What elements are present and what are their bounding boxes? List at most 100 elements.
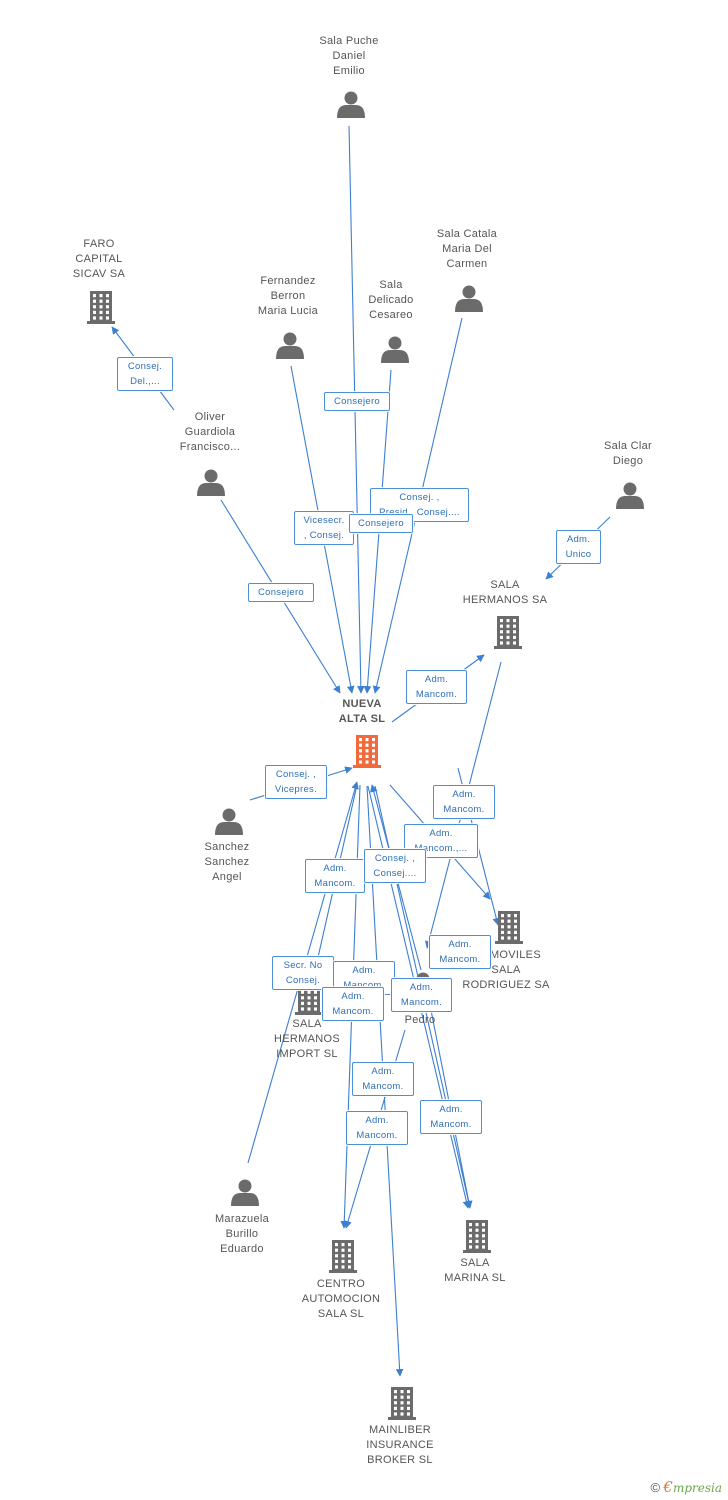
- node-label-line: Daniel: [332, 49, 366, 62]
- node-label-line: Maria Lucia: [257, 304, 319, 317]
- role-label-line: Presid., Consej....: [379, 507, 460, 518]
- node-label-line: IMPORT SL: [276, 1047, 338, 1060]
- company-name-label[interactable]: SALA MARINA SL: [410, 1256, 540, 1286]
- relation-role-label[interactable]: Consej. ,Vicepres.: [265, 765, 327, 799]
- role-label-line: Adm.: [424, 674, 449, 685]
- role-label-line: Consej....: [373, 868, 417, 879]
- role-label-line: Vicepres.: [274, 784, 318, 795]
- empresia-logo: €mpresia: [663, 1478, 722, 1496]
- relation-role-label[interactable]: Adm.Mancom.: [433, 785, 495, 819]
- relation-role-label[interactable]: Adm. Mancom.: [391, 978, 452, 1012]
- person-name-label[interactable]: Pedro: [355, 1013, 485, 1028]
- relation-role-label[interactable]: Adm. Mancom.: [429, 935, 491, 969]
- company-name-label[interactable]: SALA HERMANOS SA: [440, 578, 570, 608]
- node-label-line: MAINLIBER: [369, 1423, 431, 1436]
- person-icon[interactable]: [381, 336, 409, 364]
- node-label-line: Berron: [270, 289, 306, 302]
- role-label-line: Adm.: [448, 939, 472, 950]
- relation-role-label[interactable]: Adm. Mancom.: [352, 1062, 414, 1096]
- node-label-line: Sala Catala: [436, 227, 498, 240]
- role-label-line: Mancom.: [430, 1119, 472, 1130]
- person-icon[interactable]: [455, 285, 483, 313]
- node-label-line: Angel: [212, 870, 242, 883]
- role-label-line: Mancom.: [439, 954, 481, 965]
- node-label-line: Delicado: [368, 293, 414, 306]
- relation-role-label[interactable]: Consejero: [349, 514, 413, 533]
- company-icon[interactable]: [388, 1387, 416, 1420]
- node-label-line: SALA: [292, 1017, 322, 1030]
- node-label-line: FARO: [83, 237, 115, 250]
- company-icon[interactable]: [87, 291, 115, 324]
- relation-role-label[interactable]: Adm. Mancom.: [420, 1100, 482, 1134]
- company-icon[interactable]: [463, 1220, 491, 1253]
- node-label-line: Marazuela: [214, 1212, 270, 1225]
- role-label-line: Mancom.: [314, 878, 356, 889]
- role-label-line: Adm.: [439, 1104, 463, 1115]
- person-icon[interactable]: [276, 332, 304, 360]
- node-label-line: HERMANOS: [274, 1032, 340, 1045]
- person-icon[interactable]: [231, 1179, 259, 1207]
- role-label-line: Adm.: [341, 991, 365, 1002]
- relation-role-label[interactable]: Adm.Mancom.: [305, 859, 365, 893]
- relation-role-label[interactable]: Adm. Mancom.: [406, 670, 467, 704]
- relation-role-label[interactable]: Consejero: [248, 583, 314, 602]
- relation-role-label[interactable]: Consej. , Consej....: [364, 849, 426, 883]
- person-icon[interactable]: [616, 482, 644, 510]
- node-label-line: SALA: [460, 1257, 490, 1269]
- node-label-line: Sala: [379, 278, 403, 291]
- role-label-line: Secr. No: [283, 960, 323, 971]
- role-label-line: Consej.: [127, 361, 163, 372]
- focus-company-icon[interactable]: [353, 735, 381, 768]
- relation-role-label[interactable]: Consejero: [324, 392, 390, 411]
- role-label-line: Del.,...: [130, 376, 160, 387]
- role-label-line: Adm.: [429, 828, 453, 839]
- role-label-line: Consejero: [333, 396, 380, 407]
- person-icon[interactable]: [197, 469, 225, 497]
- role-label-line: Mancom.: [415, 689, 458, 700]
- relation-role-label[interactable]: Vicesecr., Consej.: [294, 511, 354, 545]
- person-icon[interactable]: [215, 808, 243, 836]
- role-label-line: Mancom.: [362, 1081, 404, 1092]
- node-label-line: Pedro: [404, 1013, 436, 1026]
- node-label-line: MARINA SL: [444, 1272, 506, 1284]
- node-label-line: Francisco...: [179, 440, 241, 453]
- relation-role-label[interactable]: Adm.Mancom.,...: [404, 824, 478, 858]
- role-label-line: Adm.: [409, 982, 434, 993]
- relation-role-label[interactable]: Adm.Mancom.: [346, 1111, 408, 1145]
- node-label-line: Sala Clar: [604, 440, 652, 452]
- role-label-line: Consej. ,: [374, 853, 416, 864]
- node-label-line: INSURANCE: [366, 1438, 434, 1451]
- company-name-label[interactable]: SALA HERMANOS IMPORT SL: [242, 1017, 372, 1062]
- company-icon[interactable]: [495, 911, 523, 944]
- role-label-line: Mancom.: [400, 997, 443, 1008]
- node-label-line: CENTRO: [316, 1277, 366, 1290]
- company-icon[interactable]: [494, 616, 522, 649]
- company-icon[interactable]: [329, 1240, 357, 1273]
- node-label-line: HERMANOS SA: [462, 594, 548, 606]
- role-label-line: Adm.: [352, 965, 376, 976]
- person-icon[interactable]: [337, 91, 365, 119]
- relation-role-label[interactable]: Adm.Mancom.: [322, 987, 384, 1021]
- node-label-line: Carmen: [446, 257, 488, 270]
- node-label-line: SALA SL: [317, 1307, 365, 1320]
- role-label-line: Adm.: [371, 1066, 395, 1077]
- relation-role-label[interactable]: Adm.Unico: [556, 530, 601, 564]
- role-label-line: Consej. ,: [399, 492, 440, 503]
- relation-role-label[interactable]: Consej. Del.,...: [117, 357, 173, 391]
- node-label-line: Emilio: [333, 64, 365, 77]
- node-label-line: SALA: [490, 579, 520, 591]
